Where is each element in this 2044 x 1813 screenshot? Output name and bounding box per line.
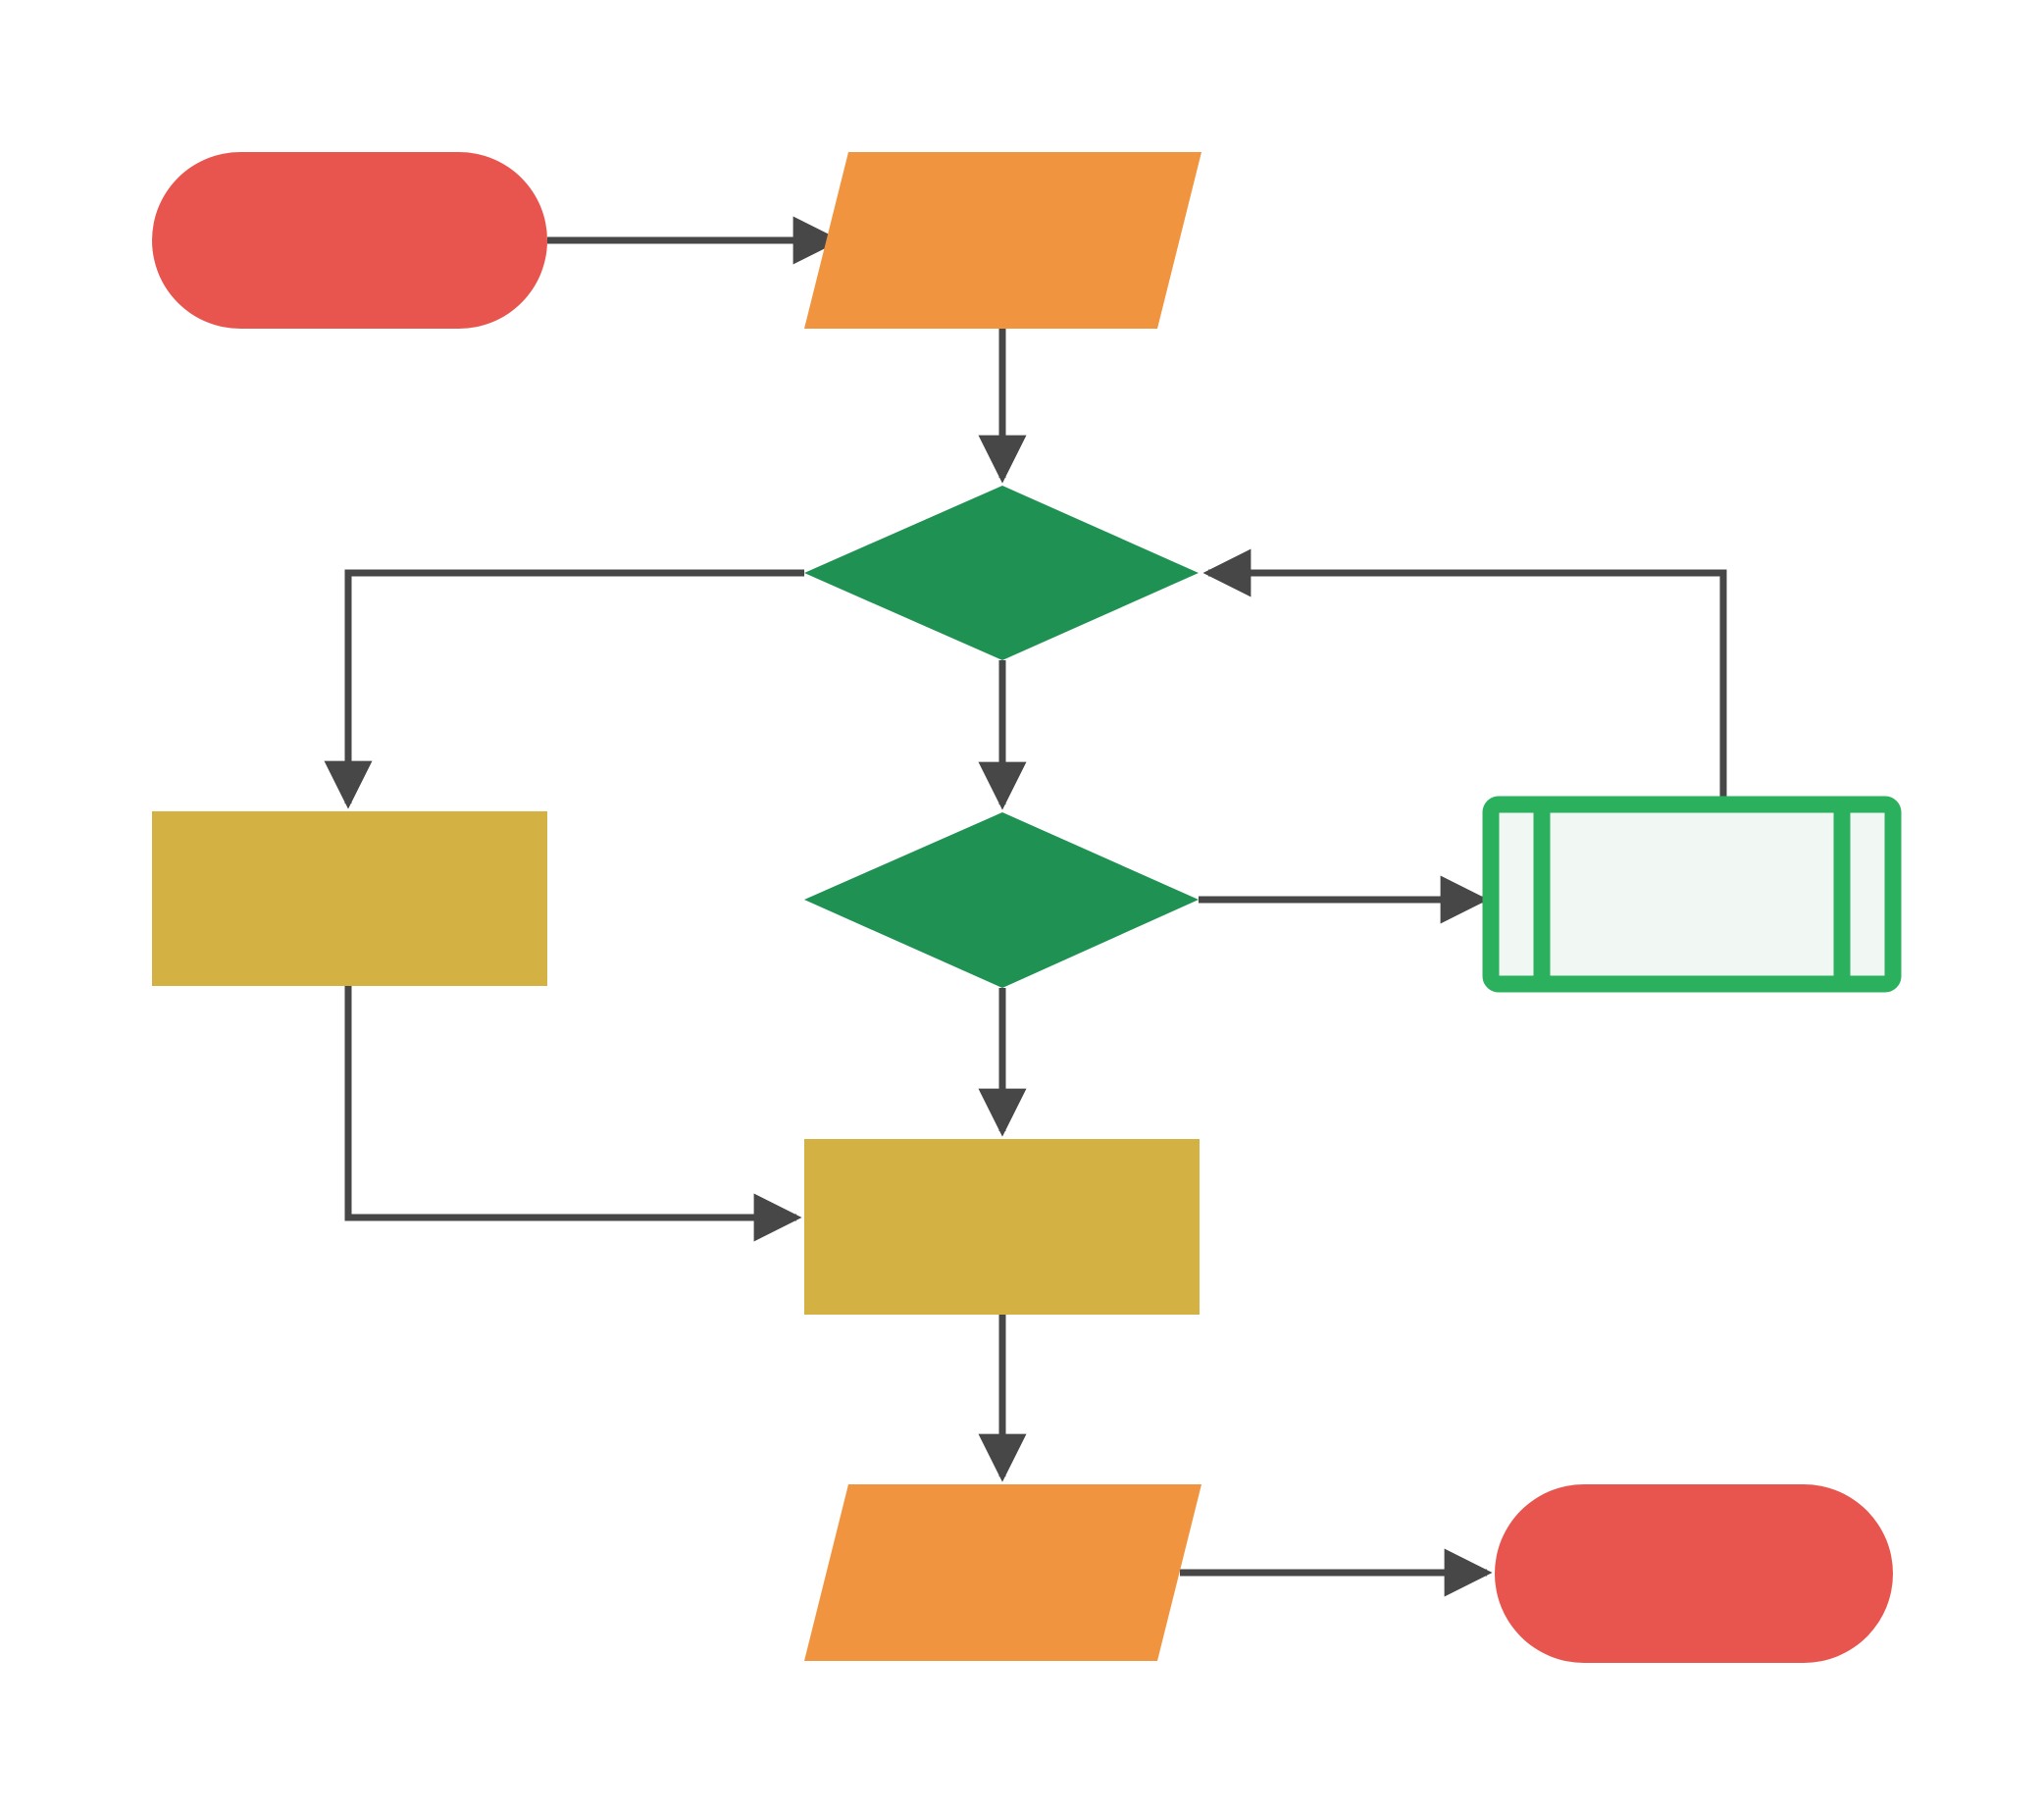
edge-processleft-to-processcenter <box>344 986 802 1242</box>
edge-decision1-to-processleft <box>324 569 804 809</box>
node-subroutine[interactable] <box>1482 796 1902 993</box>
node-output-1[interactable] <box>804 1484 1201 1661</box>
decision-1-shape[interactable] <box>804 486 1199 660</box>
edge-subroutine-to-decision1 <box>1202 548 1727 804</box>
node-layer <box>152 152 1902 1663</box>
node-decision-2[interactable] <box>804 812 1199 988</box>
input-1-shape[interactable] <box>804 152 1201 329</box>
process-center-shape[interactable] <box>804 1139 1200 1315</box>
process-left-shape[interactable] <box>152 811 547 986</box>
subroutine-outer-shape[interactable] <box>1482 796 1902 993</box>
node-process-left[interactable] <box>152 811 547 986</box>
decision-2-shape[interactable] <box>804 812 1199 988</box>
node-decision-1[interactable] <box>804 486 1199 660</box>
node-start[interactable] <box>152 152 547 329</box>
node-process-center[interactable] <box>804 1139 1200 1315</box>
node-input-1[interactable] <box>804 152 1201 329</box>
start-shape[interactable] <box>152 152 547 329</box>
output-1-shape[interactable] <box>804 1484 1201 1661</box>
end-shape[interactable] <box>1495 1484 1893 1663</box>
node-end[interactable] <box>1495 1484 1893 1663</box>
edge-layer <box>324 216 1727 1597</box>
